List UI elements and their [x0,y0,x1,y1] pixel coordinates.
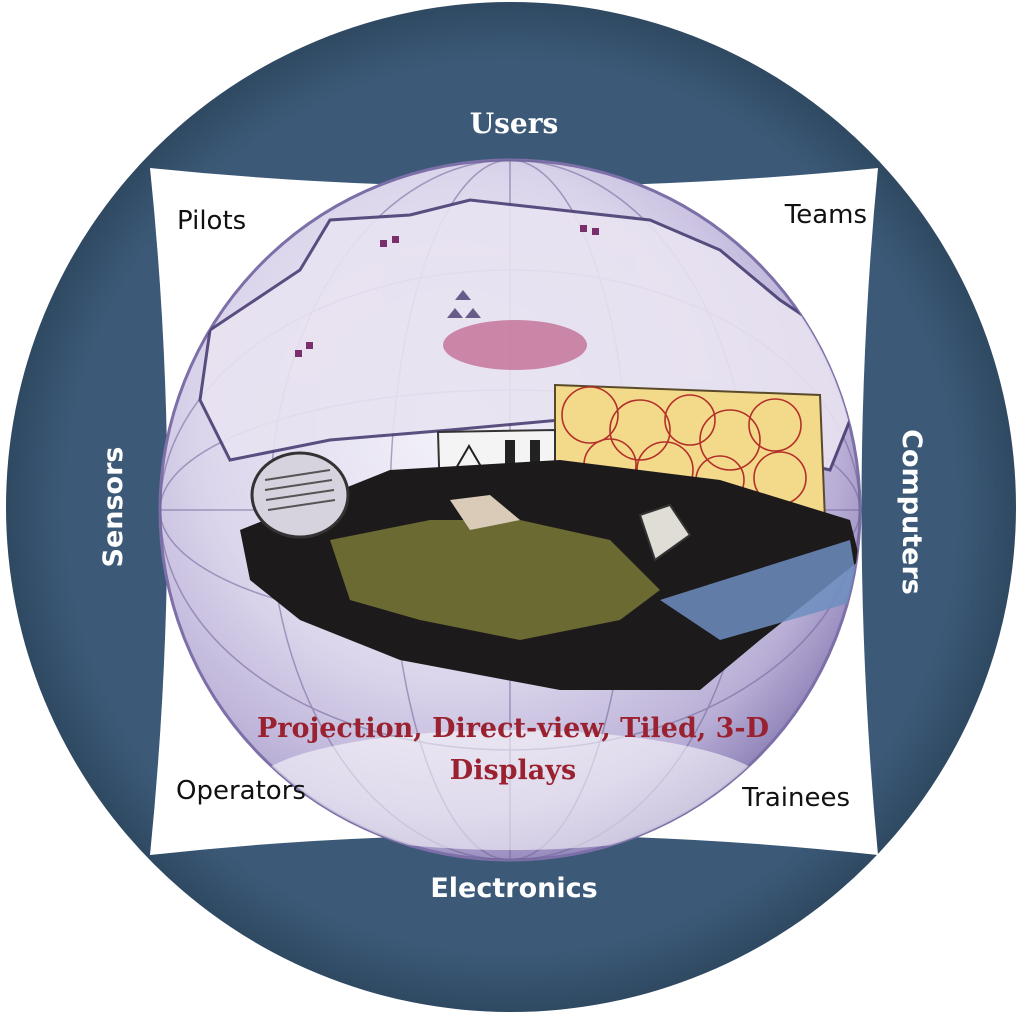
side-panel [660,540,860,640]
ring-label-computers: Computers [896,429,927,595]
center-label-line1: Projection, Direct-view, Tiled, 3-D [257,713,769,744]
ring-label-sensors: Sensors [98,447,129,568]
map-markers [295,225,599,357]
corner-label-trainees: Trainees [741,783,850,813]
corner-label-teams: Teams [784,200,867,230]
storm-cloud [443,320,587,370]
corner-label-pilots: Pilots [177,206,246,236]
ring-label-electronics: Electronics [430,873,597,904]
aircraft-icons [447,290,481,318]
globe-with-pilot-illustration [158,158,862,862]
center-label-line2: Displays [450,755,576,786]
corner-label-operators: Operators [176,776,306,806]
pilot-figure [250,451,692,640]
globe-glare [250,730,770,850]
ring-label-users: Users [470,107,559,140]
